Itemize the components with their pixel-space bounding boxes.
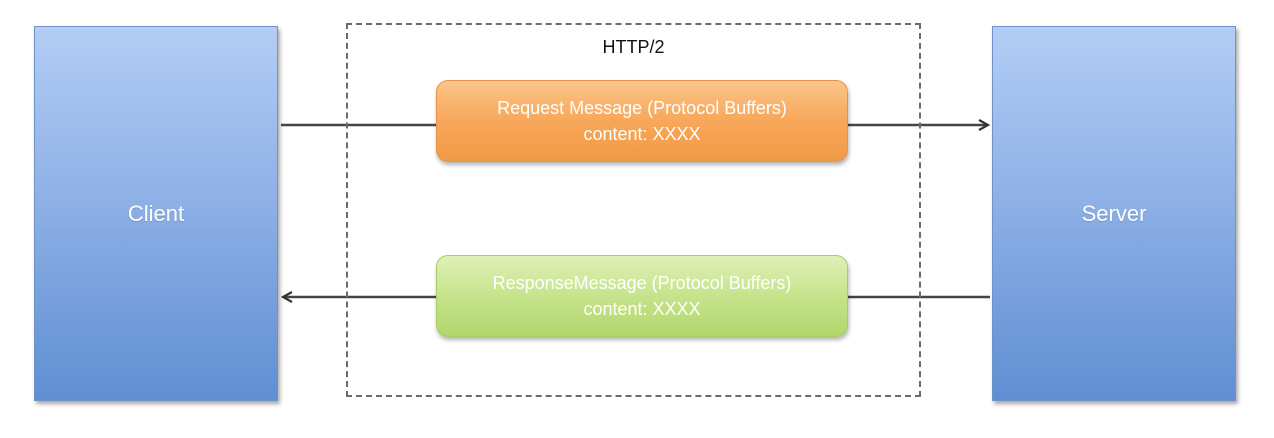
- request-message-box: Request Message (Protocol Buffers) conte…: [436, 80, 848, 162]
- http2-frame: HTTP/2: [346, 23, 921, 397]
- server-label: Server: [1081, 200, 1147, 226]
- request-message-content: content: XXXX: [583, 124, 701, 144]
- server-box: Server: [992, 26, 1236, 401]
- http2-label: HTTP/2: [602, 37, 665, 57]
- client-box: Client: [34, 26, 278, 401]
- request-message-title: Request Message (Protocol Buffers): [497, 98, 787, 118]
- response-message-content: content: XXXX: [583, 299, 701, 319]
- client-label: Client: [127, 200, 185, 226]
- response-message-box: ResponseMessage (Protocol Buffers) conte…: [436, 255, 848, 337]
- response-message-title: ResponseMessage (Protocol Buffers): [492, 273, 792, 293]
